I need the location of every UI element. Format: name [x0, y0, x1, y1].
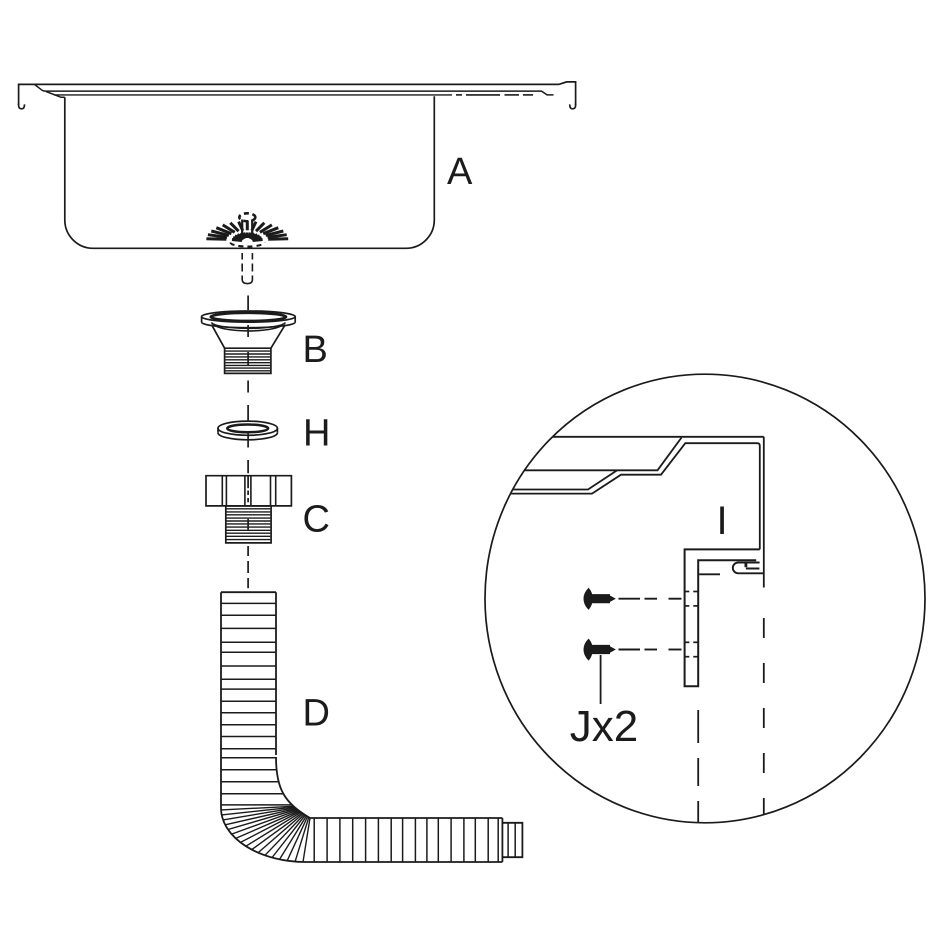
svg-text:A: A [447, 151, 473, 193]
svg-text:D: D [303, 693, 330, 735]
svg-text:I: I [717, 499, 728, 543]
svg-text:C: C [303, 499, 330, 541]
svg-text:H: H [303, 413, 330, 455]
svg-text:B: B [303, 329, 328, 371]
svg-text:Jx2: Jx2 [570, 702, 638, 751]
